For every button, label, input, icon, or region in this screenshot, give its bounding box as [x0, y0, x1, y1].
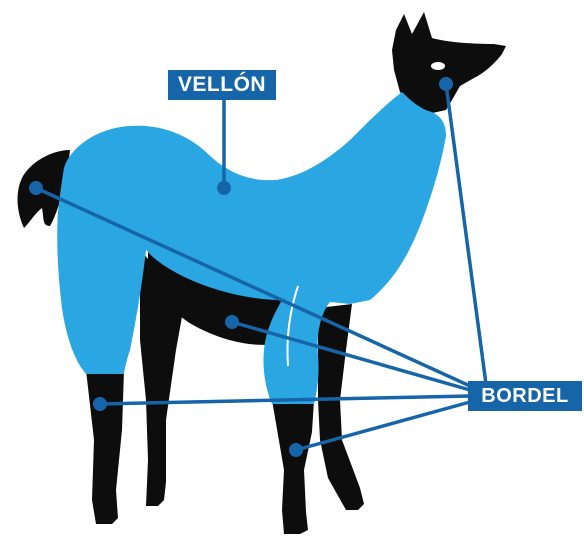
vellon-label: VELLÓN	[168, 70, 276, 100]
belly-dot	[225, 315, 239, 329]
back-leg-dot	[93, 397, 107, 411]
front-left-leg-bordel	[272, 400, 314, 534]
bordel-label: BORDEL	[468, 381, 582, 411]
tail-dot	[29, 181, 43, 195]
front-leg-dot	[289, 443, 303, 457]
head-dot	[439, 77, 453, 91]
bordel-line-head	[446, 84, 486, 384]
body-vellon	[57, 92, 446, 404]
vellon-dot	[217, 181, 231, 195]
eye-icon	[431, 62, 445, 70]
back-left-leg-bordel	[86, 370, 124, 524]
